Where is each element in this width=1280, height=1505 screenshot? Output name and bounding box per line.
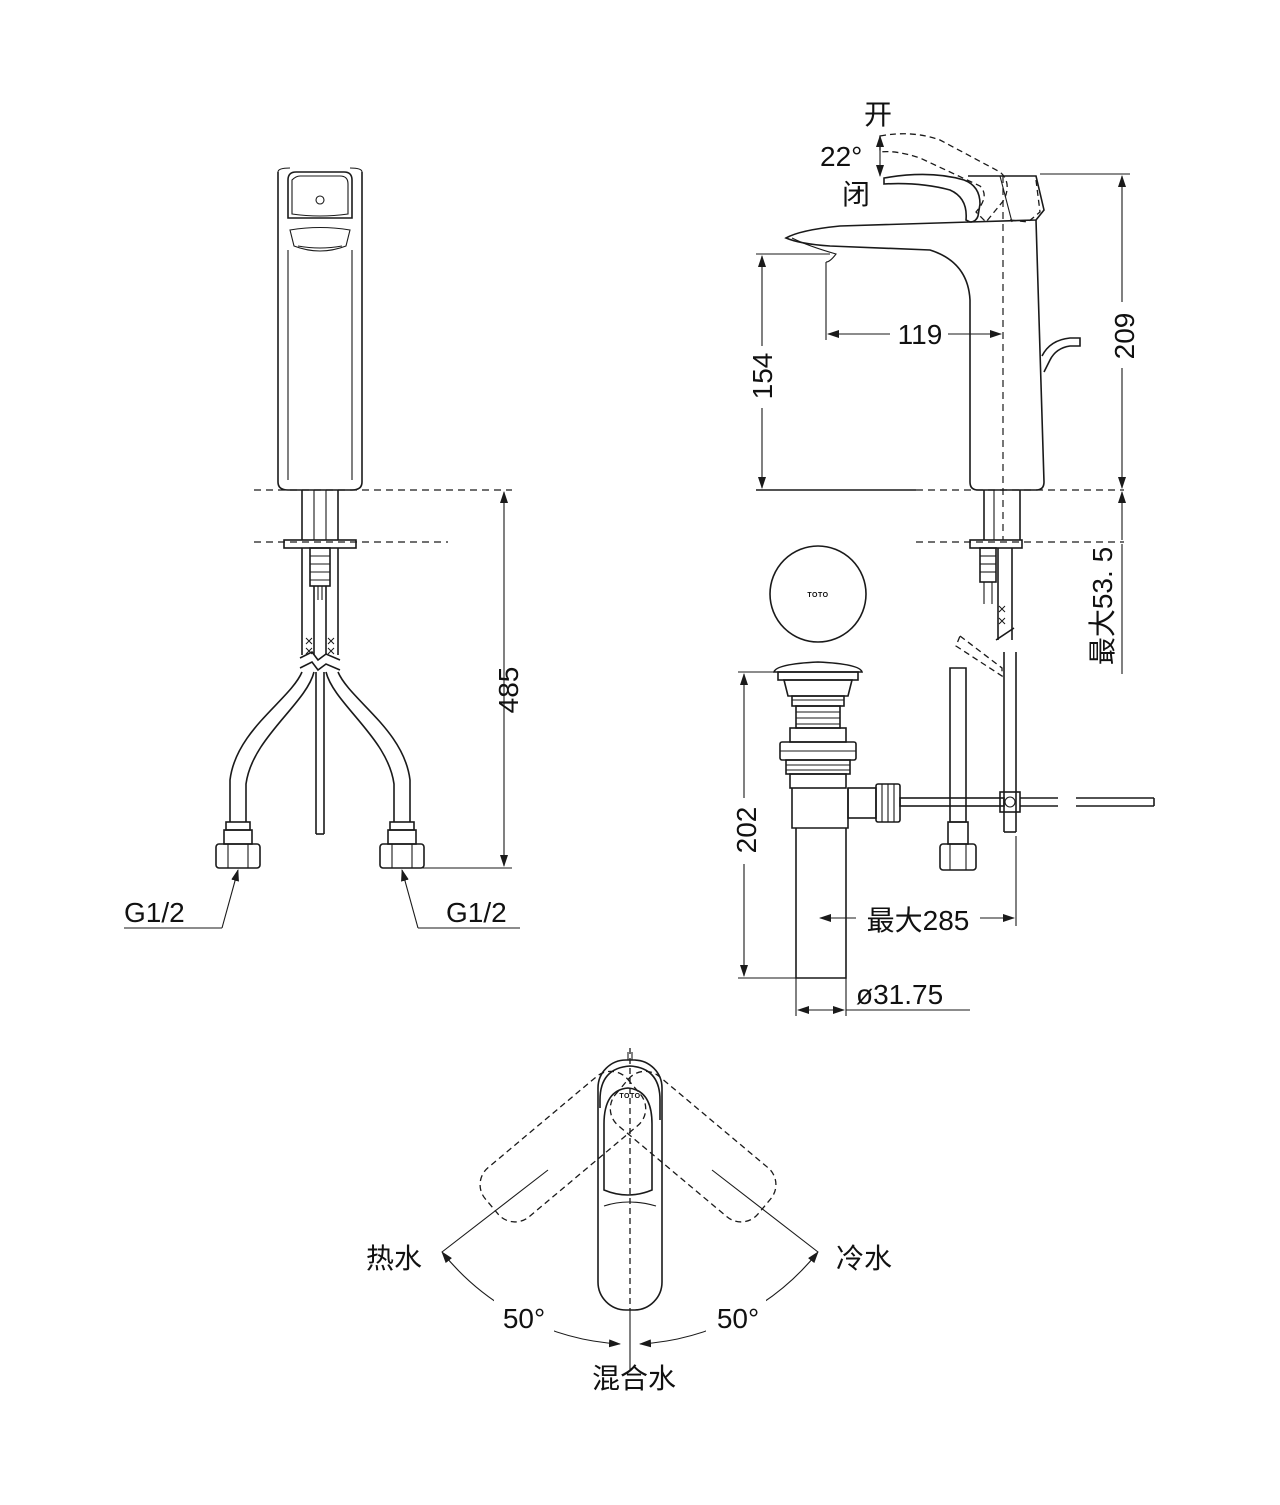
dim-209-label: 209 xyxy=(1109,313,1140,360)
pull-rod-connector xyxy=(955,634,1003,678)
handle-angle-label: 22° xyxy=(820,141,862,172)
front-threaded-stud xyxy=(309,547,331,587)
handle-open-label: 开 xyxy=(864,99,892,130)
front-hose-left xyxy=(229,671,303,822)
cold-water-label: 冷水 xyxy=(836,1243,892,1274)
drain-cap-top xyxy=(769,545,867,643)
front-nut-right xyxy=(379,843,425,869)
front-view: G1/2 G1/2 485 xyxy=(124,167,524,929)
dim-154-label: 154 xyxy=(747,353,778,400)
drain-thread-upper xyxy=(795,705,841,729)
drain-horizontal-rod xyxy=(899,797,1005,807)
front-body xyxy=(277,172,363,491)
handle-close-label: 闭 xyxy=(842,179,870,210)
dim-485-label: 485 xyxy=(493,667,524,714)
side-hose-nut xyxy=(939,843,977,871)
dim-diameter-label: ø31.75 xyxy=(856,979,943,1010)
front-handle-dot xyxy=(315,195,325,205)
drain-body xyxy=(791,788,849,829)
front-handle-inner xyxy=(291,175,349,217)
drain-rod-clip xyxy=(999,791,1021,813)
handle-open-position xyxy=(879,133,1008,223)
drain-cap-logo: TOTO xyxy=(807,592,828,599)
side-body xyxy=(784,219,1045,491)
front-aerator xyxy=(289,226,351,252)
front-nut-left xyxy=(215,843,261,869)
front-hose-hatching xyxy=(305,637,335,655)
front-break-line xyxy=(299,650,341,662)
handle-hot-position xyxy=(609,1070,777,1223)
drain-side-outlet xyxy=(847,787,877,819)
side-view: 开 22° 闭 119 154 209 xyxy=(728,99,1155,1016)
top-handle xyxy=(603,1087,653,1196)
side-threaded-stud xyxy=(979,547,997,583)
side-hose xyxy=(949,667,967,823)
handle-cartridge xyxy=(968,175,1045,223)
front-mount-plate xyxy=(283,539,357,549)
drain-pop-up-top xyxy=(772,661,864,673)
thread-label-left: G1/2 xyxy=(124,897,185,928)
thread-label-right: G1/2 xyxy=(446,897,507,928)
angle-left-label: 50° xyxy=(503,1303,545,1334)
front-handle-cap xyxy=(287,171,353,219)
front-hose-right xyxy=(337,671,411,822)
hot-direction-line xyxy=(441,1169,549,1253)
dim-max-285-label: 最大285 xyxy=(867,905,970,936)
hot-water-label: 热水 xyxy=(366,1243,422,1274)
dim-max-53-5-label: 最大53. 5 xyxy=(1087,547,1118,665)
top-logo: TOTO xyxy=(619,1093,640,1100)
side-mount-plate xyxy=(969,539,1023,549)
angle-right-label: 50° xyxy=(717,1303,759,1334)
top-view: TOTO 50° 50° 热水 冷水 混合水 xyxy=(366,1048,892,1394)
dim-202-label: 202 xyxy=(731,807,762,854)
handle-closed-position xyxy=(883,173,981,223)
side-spout-tip xyxy=(791,237,837,263)
dim-119-label: 119 xyxy=(898,319,943,350)
drain-tailpiece xyxy=(795,828,847,979)
side-pop-up-lever xyxy=(1041,337,1081,373)
mixed-water-label: 混合水 xyxy=(592,1363,676,1394)
handle-cold-position xyxy=(479,1070,647,1223)
cold-direction-line xyxy=(711,1169,819,1253)
